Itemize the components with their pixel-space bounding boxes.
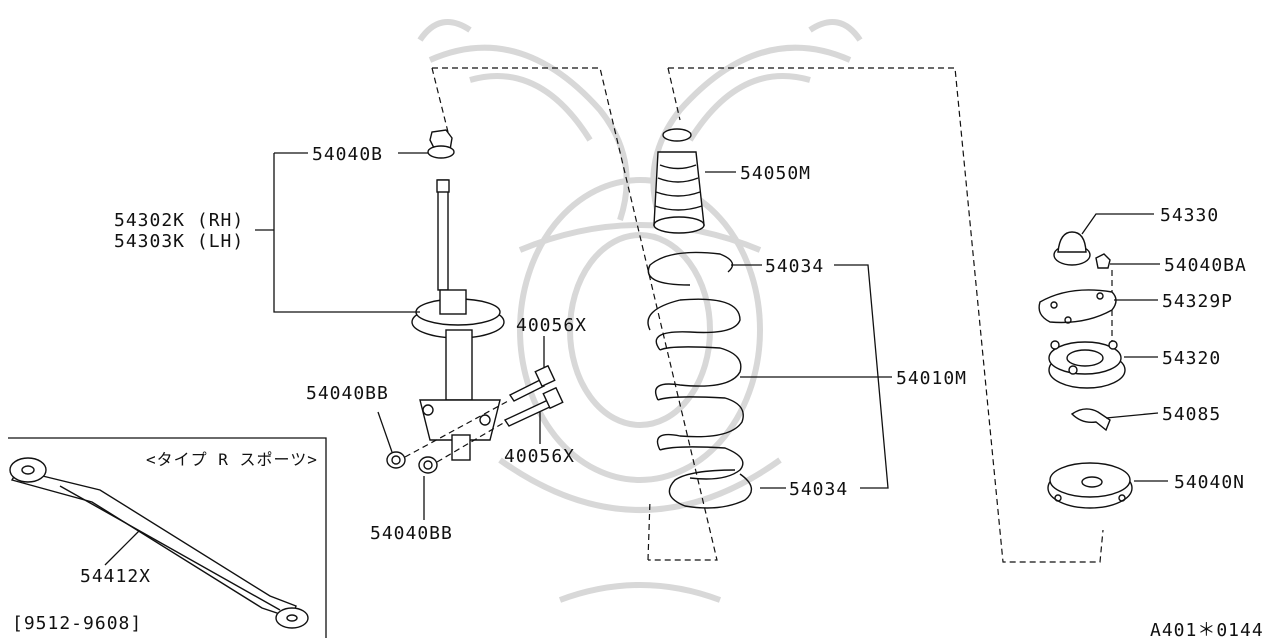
spring-insulator-lower <box>668 469 753 509</box>
mount-group-outline <box>668 67 1104 563</box>
spring-seat-insulator <box>1047 462 1133 509</box>
label-54040BB-upper: 54040BB <box>306 383 389 404</box>
label-54050M: 54050M <box>740 163 811 184</box>
mount-nut <box>1095 253 1111 269</box>
washer <box>1070 408 1111 432</box>
inset-frame <box>8 437 327 638</box>
nut-54040BB-a <box>386 451 406 469</box>
label-54303K: 54303K (LH) <box>114 231 244 252</box>
leader-lines <box>104 152 1168 566</box>
watermark-emblem <box>417 19 863 603</box>
coil-spring <box>647 298 744 480</box>
mount-plate <box>1038 289 1117 324</box>
label-54412X: 54412X <box>80 566 151 587</box>
bump-stop <box>653 128 705 234</box>
label-54329P: 54329P <box>1162 291 1233 312</box>
label-40056X-lower: 40056X <box>504 446 575 467</box>
bolt-lower <box>503 386 564 427</box>
mount-cap <box>1053 231 1091 266</box>
label-54040N: 54040N <box>1174 472 1245 493</box>
inset-title: <タイプ R スポーツ> <box>146 450 318 469</box>
label-54302K: 54302K (RH) <box>114 210 244 231</box>
bolt-upper <box>508 364 556 402</box>
nut-54040BB-b <box>418 456 438 474</box>
label-54034-upper: 54034 <box>765 256 824 277</box>
spring-insulator-upper <box>647 251 734 286</box>
strut-mount <box>1048 340 1126 389</box>
strut-tower-brace <box>9 457 309 629</box>
label-54330: 54330 <box>1160 205 1219 226</box>
label-54040B: 54040B <box>312 144 383 165</box>
label-54040BA: 54040BA <box>1164 255 1247 276</box>
figure-code: A401＊0144 <box>1150 620 1264 638</box>
label-40056X-upper: 40056X <box>516 315 587 336</box>
spring-group-outline <box>432 67 718 561</box>
spring-group-outline-left <box>431 67 451 141</box>
label-54034-lower: 54034 <box>789 479 848 500</box>
strut-assembly <box>411 129 505 461</box>
label-54320: 54320 <box>1162 348 1221 369</box>
label-54010M: 54010M <box>896 368 967 389</box>
label-54040BB-lower: 54040BB <box>370 523 453 544</box>
date-range: [9512-9608] <box>12 613 142 634</box>
label-54085: 54085 <box>1162 404 1221 425</box>
